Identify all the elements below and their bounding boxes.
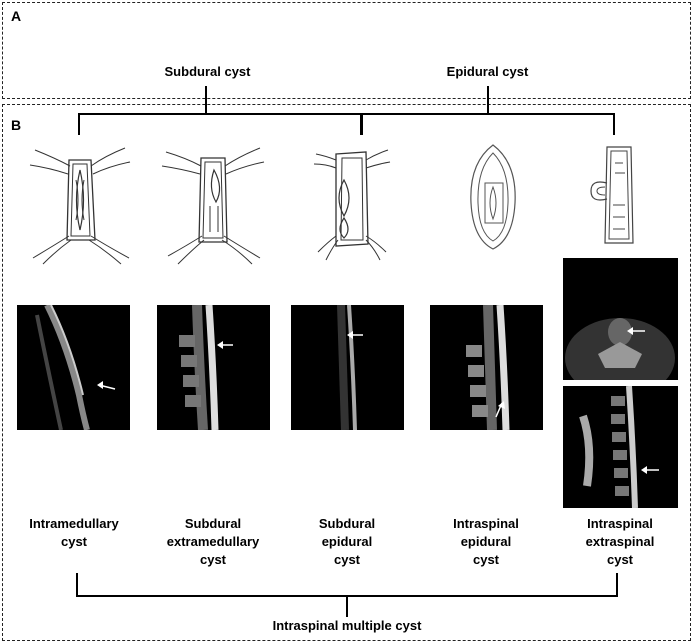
subdural-epidural-cyst-label: Subdural epidural cyst xyxy=(287,515,407,569)
label-line: Subdural xyxy=(184,516,242,531)
label-line: epidural xyxy=(321,534,373,549)
label-line: Intraspinal xyxy=(453,516,519,531)
subdural-bracket-left xyxy=(78,113,80,135)
epidural-bracket-bar xyxy=(361,113,615,115)
intraspinal-extraspinal-sagittal-mri-image xyxy=(563,386,678,508)
intraspinal-extraspinal-axial-mri-image xyxy=(563,258,678,380)
label-line: extraspinal xyxy=(585,534,655,549)
label-line: cyst xyxy=(60,534,88,549)
subdural-epidural-sketch xyxy=(313,149,391,261)
epidural-bracket-right xyxy=(613,113,615,135)
subdural-extramedullary-sketch xyxy=(161,147,265,265)
arrow-icon xyxy=(641,466,659,474)
panel-a: A xyxy=(2,2,691,99)
epidural-bracket-left xyxy=(361,113,363,135)
subdural-bracket-bar xyxy=(78,113,362,115)
bottom-bracket-stem xyxy=(346,595,348,617)
arrow-icon xyxy=(495,401,505,418)
bottom-bracket-right xyxy=(616,573,618,597)
epidural-cyst-label: Epidural cyst xyxy=(446,64,529,79)
arrow-icon xyxy=(627,327,645,335)
label-line: cyst xyxy=(472,552,500,567)
epidural-bracket-stem xyxy=(487,86,489,114)
intraspinal-epidural-sketch xyxy=(470,144,516,250)
intraspinal-extraspinal-sketch xyxy=(590,146,634,244)
subdural-epidural-mri-image xyxy=(291,305,404,430)
label-line: cyst xyxy=(199,552,227,567)
label-line: extramedullary xyxy=(166,534,260,549)
arrow-icon xyxy=(97,381,116,390)
panel-b: B xyxy=(2,104,691,641)
subdural-extramedullary-mri-image xyxy=(157,305,270,430)
intramedullary-mri-image xyxy=(17,305,130,430)
label-line: Intramedullary xyxy=(29,516,119,531)
label-line: cyst xyxy=(333,552,361,567)
subdural-cyst-label: Subdural cyst xyxy=(164,64,251,79)
arrow-icon xyxy=(347,331,363,339)
panel-a-letter: A xyxy=(11,8,22,24)
label-line: Intraspinal xyxy=(587,516,653,531)
subdural-bracket-stem xyxy=(205,86,207,114)
intramedullary-sketch xyxy=(29,147,131,265)
intraspinal-epidural-cyst-label: Intraspinal epidural cyst xyxy=(426,515,546,569)
bottom-bracket-left xyxy=(76,573,78,597)
subdural-extramedullary-cyst-label: Subdural extramedullary cyst xyxy=(153,515,273,569)
intramedullary-cyst-label: Intramedullary cyst xyxy=(14,515,134,551)
label-line: Subdural xyxy=(318,516,376,531)
intraspinal-extraspinal-cyst-label: Intraspinal extraspinal cyst xyxy=(557,515,683,569)
label-line: epidural xyxy=(460,534,512,549)
arrow-icon xyxy=(217,341,233,349)
intraspinal-multiple-cyst-label: Intraspinal multiple cyst xyxy=(272,618,422,633)
label-line: cyst xyxy=(606,552,634,567)
intraspinal-epidural-mri-image xyxy=(430,305,543,430)
panel-b-letter: B xyxy=(11,117,22,133)
